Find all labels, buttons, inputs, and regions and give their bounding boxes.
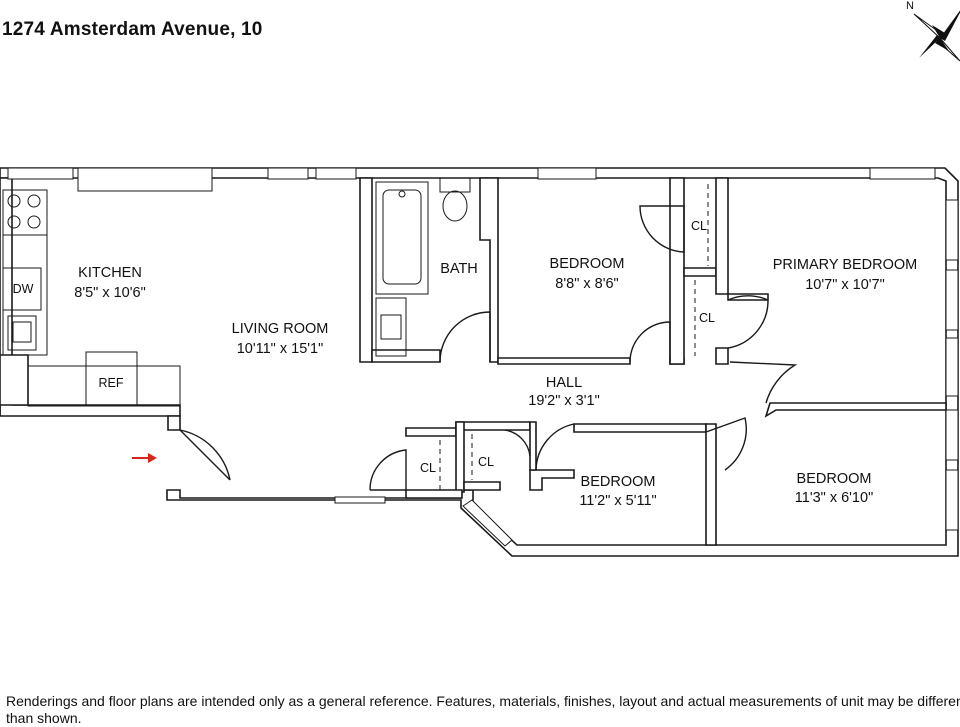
primary-bedroom-name: PRIMARY BEDROOM (773, 257, 918, 273)
kitchen-size: 8'5" x 10'6" (74, 285, 145, 301)
dishwasher-label: DW (13, 282, 34, 296)
compass-north-label: N (906, 0, 914, 12)
hall-name: HALL (546, 375, 582, 391)
bedroom-2-name: BEDROOM (581, 474, 656, 490)
bath-name: BATH (440, 261, 478, 277)
listing-address: 1274 Amsterdam Avenue, 10 (2, 19, 263, 40)
living-room-size: 10'11" x 15'1" (237, 341, 324, 357)
closet-label-2: CL (699, 311, 715, 325)
bedroom-2-size: 11'2" x 5'11" (579, 493, 656, 509)
bath-fixtures (375, 177, 471, 357)
refrigerator-icon (85, 351, 138, 407)
bedroom-1-name: BEDROOM (550, 256, 625, 272)
kitchen-fixtures (2, 189, 181, 407)
disclaimer-text: Renderings and floor plans are intended … (6, 693, 960, 726)
entry-arrow-icon (132, 453, 157, 463)
windows (7, 167, 959, 547)
hall-size: 19'2" x 3'1" (528, 393, 599, 409)
kitchen-sink-icon (7, 315, 37, 351)
bedroom-3-size: 11'3" x 6'10" (795, 490, 873, 506)
stove-icon (2, 189, 48, 236)
compass-rose-icon: N (906, 0, 960, 62)
living-room-name: LIVING ROOM (232, 321, 329, 337)
bathtub-icon (375, 181, 429, 295)
kitchen-name: KITCHEN (78, 265, 142, 281)
closet-label-1: CL (691, 219, 707, 233)
doors (179, 205, 798, 491)
bedroom-3-name: BEDROOM (797, 471, 872, 487)
toilet-tank-icon (439, 177, 471, 193)
bath-sink-icon (375, 297, 407, 357)
closet-label-3: CL (420, 461, 436, 475)
bedroom-1-size: 8'8" x 8'6" (555, 276, 618, 292)
primary-bedroom-size: 10'7" x 10'7" (805, 277, 885, 293)
toilet-icon (442, 190, 468, 222)
dishwasher-icon (2, 267, 42, 311)
refrigerator-label: REF (99, 376, 124, 390)
closet-rods (439, 184, 709, 494)
closet-label-4: CL (478, 455, 494, 469)
